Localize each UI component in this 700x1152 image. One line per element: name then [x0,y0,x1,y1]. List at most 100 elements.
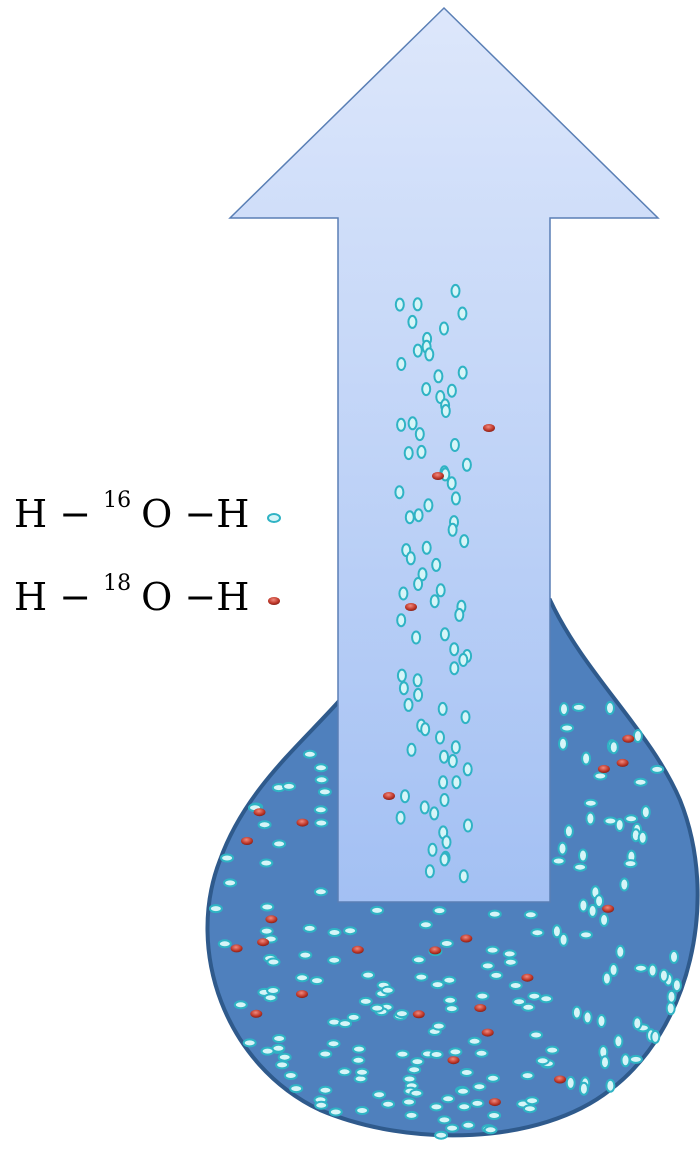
liquid-light-molecule [381,1099,396,1109]
vapor-light-molecule [460,710,471,725]
vapor-light-molecule [424,864,435,879]
liquid-light-molecule [474,1048,489,1058]
liquid-light-molecule [502,949,517,959]
liquid-heavy-molecule [296,818,309,827]
liquid-light-molecule [527,991,542,1001]
vapor-light-molecule [463,818,473,833]
liquid-light-molecule [487,1111,502,1120]
liquid-light-molecule [445,1123,460,1133]
vapor-light-molecule [449,438,460,452]
vapor-light-molecule [413,508,424,523]
vapor-light-molecule [411,630,422,645]
vapor-light-molecule [450,740,461,755]
vapor-light-molecule [421,382,432,397]
liquid-light-molecule [430,980,445,990]
vapor-light-molecule [438,775,449,790]
vapor-light-molecule [412,343,423,358]
vapor-light-molecule [446,476,457,491]
liquid-light-molecule [223,878,238,888]
vapor-light-molecule [413,577,424,591]
liquid-light-molecule [472,1082,487,1092]
liquid-heavy-molecule [230,944,243,953]
liquid-light-molecule [522,1104,537,1114]
vapor-light-molecule [440,404,451,418]
legend-heavy-left: H − [14,575,104,619]
vapor-light-molecule [457,306,468,321]
liquid-light-molecule [441,1094,456,1104]
liquid-light-molecule [459,1068,474,1077]
vapor-light-molecule [454,607,465,622]
liquid-light-molecule [326,1039,341,1049]
legend-heavy-molecule-icon [268,597,280,605]
liquid-light-molecule [650,764,665,774]
vapor-light-molecule [419,800,430,815]
vapor-light-molecule [396,357,407,371]
liquid-light-molecule [608,740,619,755]
vapor-light-molecule [462,762,473,777]
liquid-light-molecule [411,955,426,965]
vapor-light-molecule [396,417,407,432]
liquid-light-molecule [429,1102,444,1112]
liquid-light-molecule [608,962,619,977]
liquid-heavy-molecule [602,904,615,913]
vapor-light-molecule [447,754,458,768]
liquid-light-molecule [355,1106,370,1115]
vapor-light-molecule [412,673,423,688]
liquid-light-molecule [302,923,317,933]
liquid-light-molecule [523,910,538,920]
liquid-light-molecule [578,898,589,913]
liquid-light-molecule [361,970,376,980]
vapor-heavy-molecule [432,472,444,480]
liquid-light-molecule [557,841,568,856]
liquid-light-molecule [343,926,358,936]
liquid-light-molecule [600,1055,610,1070]
liquid-light-molecule [314,1100,329,1110]
liquid-light-molecule [298,950,313,960]
liquid-light-molecule [594,894,605,909]
liquid-heavy-molecule [447,1056,460,1065]
vapor-light-molecule [447,522,458,537]
liquid-light-molecule [521,1002,536,1012]
liquid-light-molecule [551,856,566,866]
liquid-light-molecule [272,1034,287,1043]
liquid-light-molecule [573,862,588,872]
liquid-light-molecule [666,989,677,1004]
liquid-light-molecule [395,1049,410,1059]
liquid-light-molecule [346,1012,361,1022]
liquid-light-molecule [429,1050,444,1059]
liquid-light-molecule [585,811,596,826]
vapor-heavy-molecule [383,792,395,800]
liquid-light-molecule [489,970,504,980]
legend-heavy-right: O −H [141,575,250,619]
liquid-light-molecule [578,1081,589,1096]
vapor-light-molecule [450,491,461,506]
vapor-light-molecule [406,742,417,757]
liquid-light-molecule [650,1029,661,1044]
liquid-light-molecule [414,972,429,982]
vapor-light-molecule [429,806,440,821]
liquid-light-molecule [338,1019,353,1029]
liquid-light-molecule [587,903,598,918]
liquid-light-molecule [603,816,618,826]
vapor-light-molecule [429,594,440,609]
liquid-light-molecule [578,848,588,863]
liquid-light-molecule [259,926,274,936]
vapor-light-molecule [435,583,446,598]
liquid-light-molecule [512,997,527,1007]
liquid-light-molecule [551,924,562,939]
liquid-light-molecule [217,939,232,949]
vapor-light-molecule [407,314,418,329]
liquid-light-molecule [257,820,272,830]
liquid-light-molecule [599,912,610,927]
liquid-light-molecule [402,1097,416,1107]
liquid-light-molecule [358,996,373,1006]
vapor-light-molecule [424,347,435,362]
liquid-light-molecule [431,1021,446,1031]
vapor-light-molecule [457,365,468,380]
vapor-light-molecule [421,540,432,555]
liquid-light-molecule [282,781,296,791]
liquid-light-molecule [605,701,615,715]
vapor-light-molecule [412,297,423,312]
liquid-light-molecule [220,853,235,863]
